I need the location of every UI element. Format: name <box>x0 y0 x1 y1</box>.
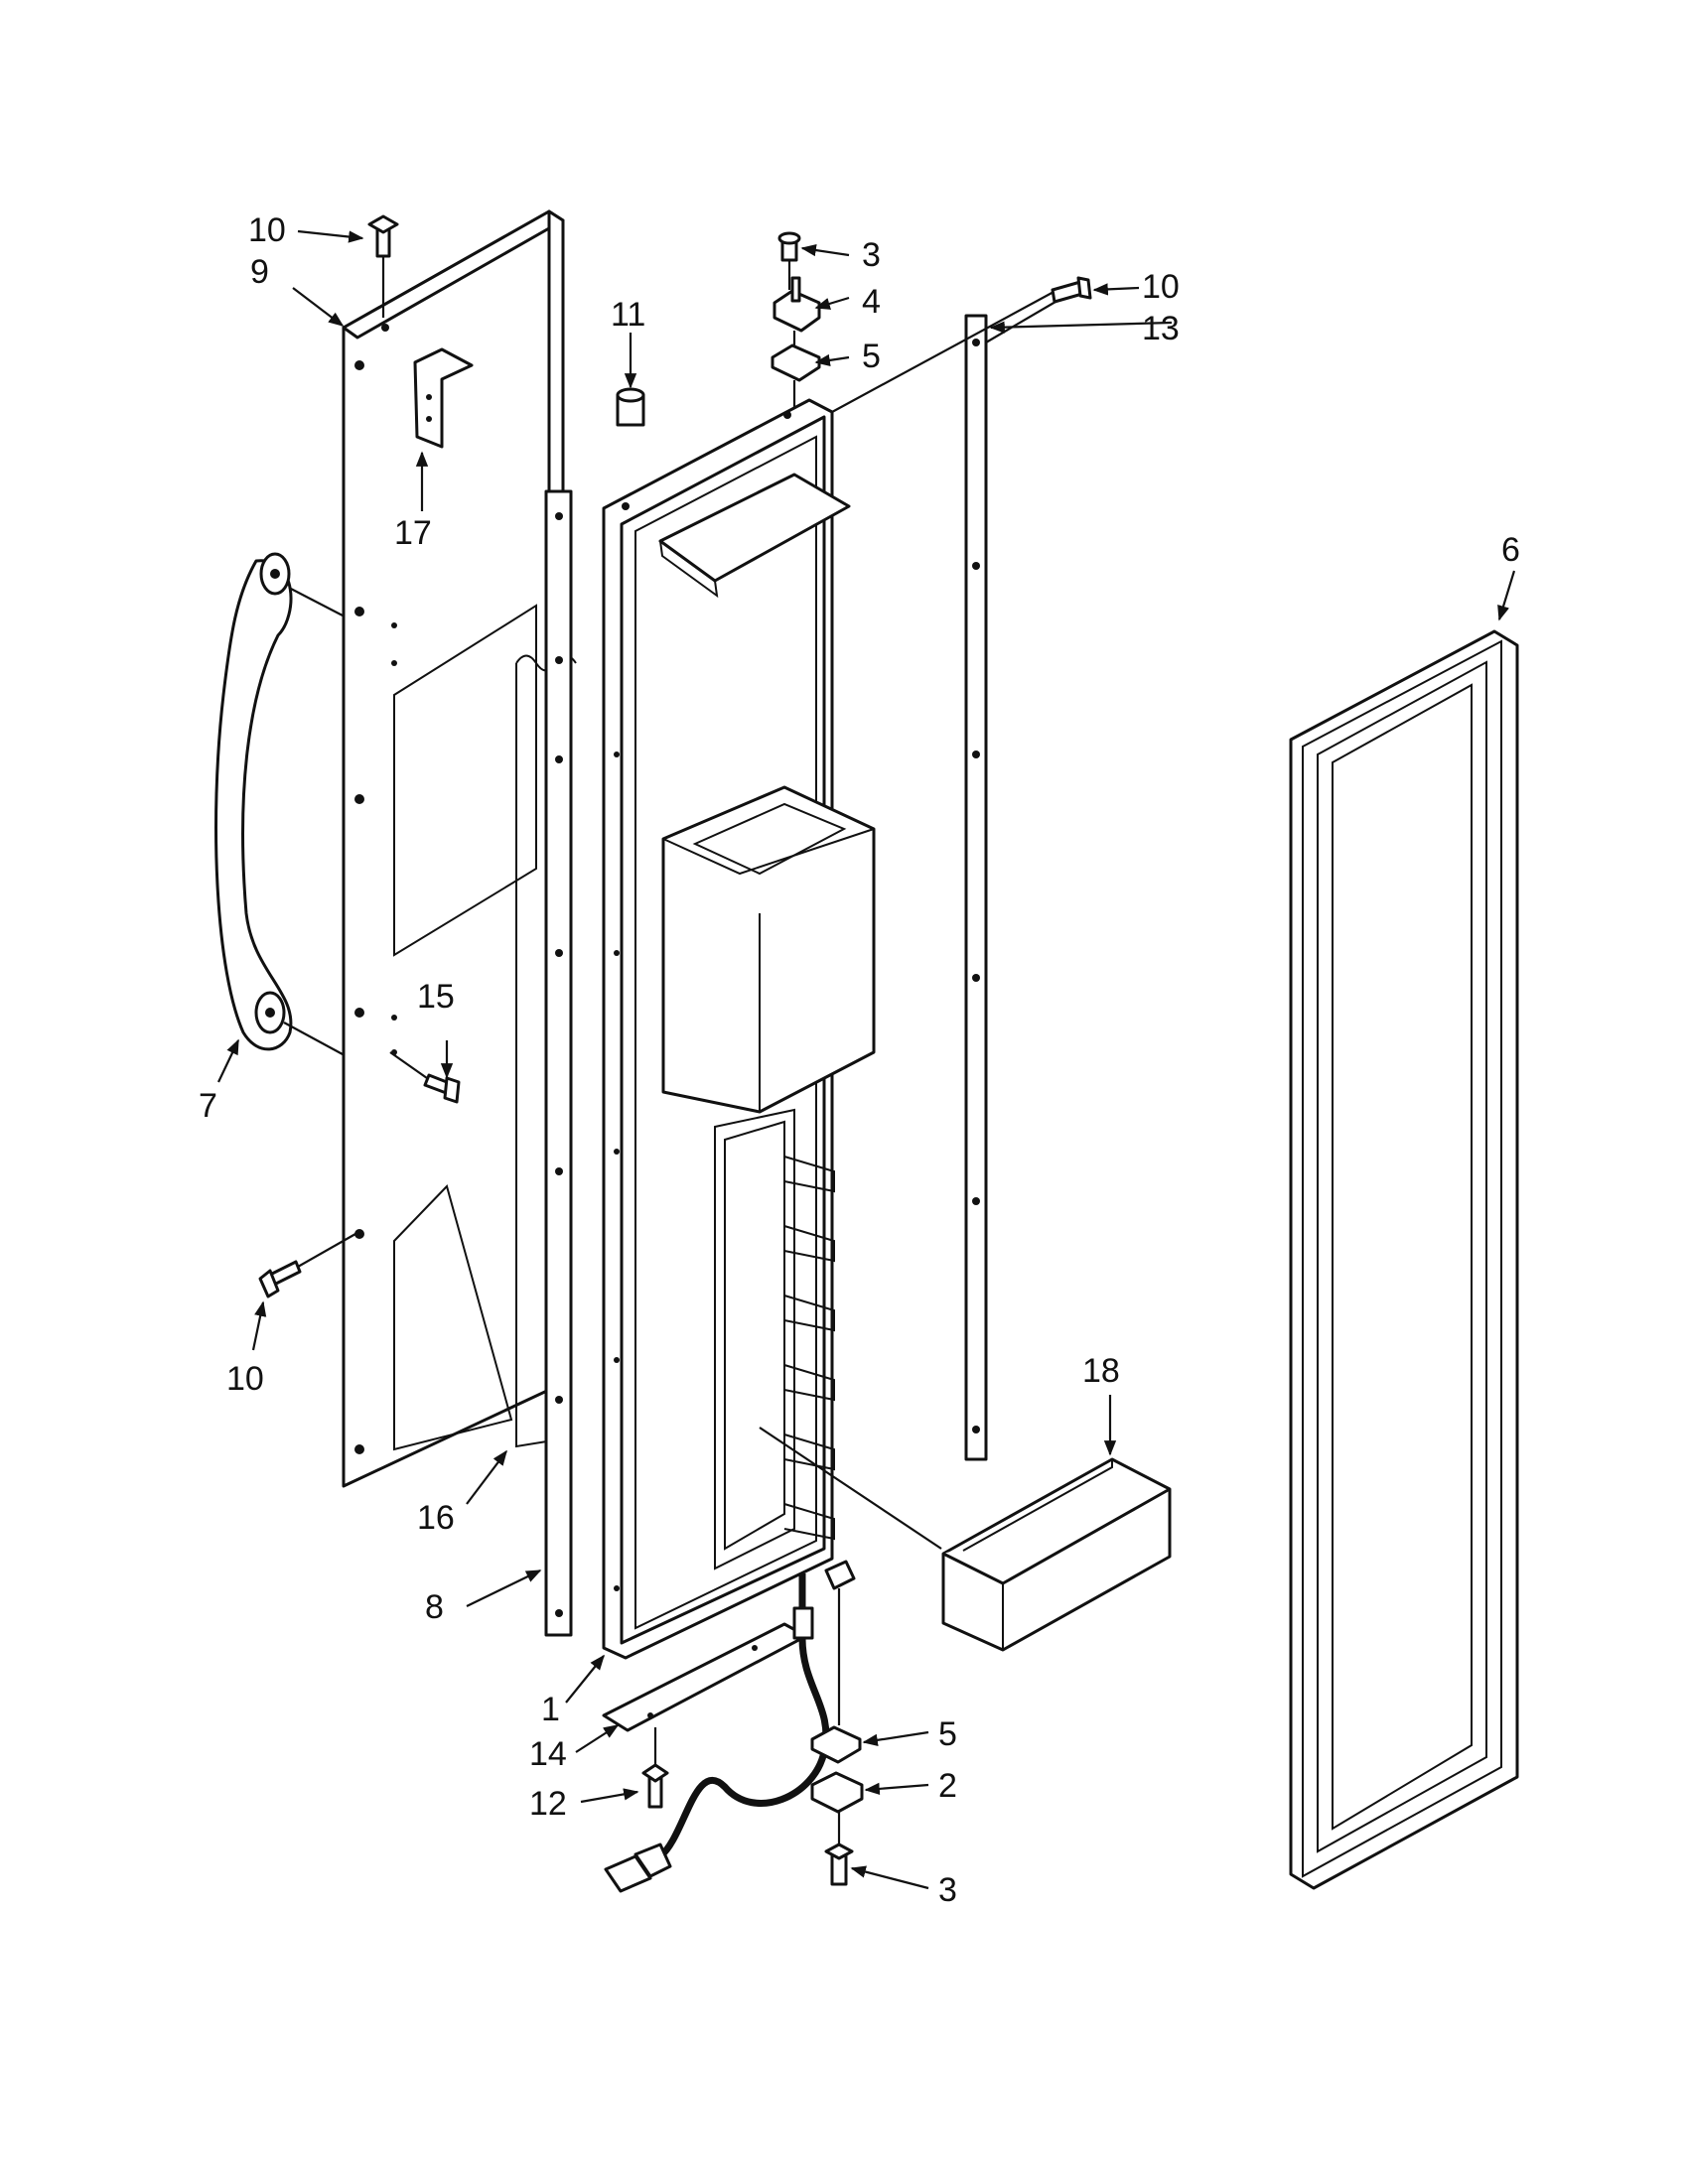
screw-lower-left <box>258 1233 356 1298</box>
callout-10-top-right: 10 <box>1142 268 1180 306</box>
screw-bottom-left <box>641 1763 669 1809</box>
callout-3-top: 3 <box>862 236 881 274</box>
door-handle <box>214 552 344 1055</box>
leader-arrows <box>217 229 1516 1890</box>
callout-7: 7 <box>199 1087 217 1125</box>
callout-18: 18 <box>1082 1352 1120 1390</box>
callout-1: 1 <box>541 1691 560 1728</box>
callout-9: 9 <box>250 253 269 291</box>
wire-harness <box>604 1573 830 1893</box>
door-bin <box>759 1427 1172 1652</box>
bottom-hinge-stack <box>810 1560 864 1886</box>
callout-10-lower-left: 10 <box>226 1360 264 1398</box>
right-trim-strip <box>831 290 1056 1461</box>
callout-11: 11 <box>611 296 645 334</box>
door-bracket <box>413 347 474 449</box>
door-gasket <box>1289 629 1519 1890</box>
callout-13: 14 <box>529 1735 567 1773</box>
callout-8: 8 <box>425 1588 444 1626</box>
screw-center <box>389 1051 461 1104</box>
callout-17: 17 <box>394 514 432 552</box>
callout-3-bottom: 3 <box>938 1871 957 1909</box>
callout-4: 4 <box>862 283 881 321</box>
outer-door-panel <box>342 209 577 1488</box>
callout-10-top-left: 10 <box>248 211 286 249</box>
callout-2: 2 <box>938 1767 957 1805</box>
callout-labels: 10 9 17 11 3 4 5 10 13 6 15 7 10 18 16 8… <box>199 211 1520 1909</box>
callout-14: 13 <box>1142 310 1180 347</box>
left-trim-strip <box>544 489 573 1637</box>
screw-top-left <box>367 214 399 318</box>
door-bushing <box>616 387 645 427</box>
callout-6: 6 <box>1501 531 1520 569</box>
callout-12: 12 <box>529 1785 567 1823</box>
callout-5-top: 5 <box>862 338 881 375</box>
callout-5-bottom: 5 <box>938 1715 957 1753</box>
top-hinge-stack <box>771 231 821 407</box>
inner-door-liner <box>602 398 876 1660</box>
screw-top-right <box>1051 276 1092 304</box>
callout-15: 15 <box>417 978 455 1016</box>
callout-16: 16 <box>417 1499 455 1537</box>
